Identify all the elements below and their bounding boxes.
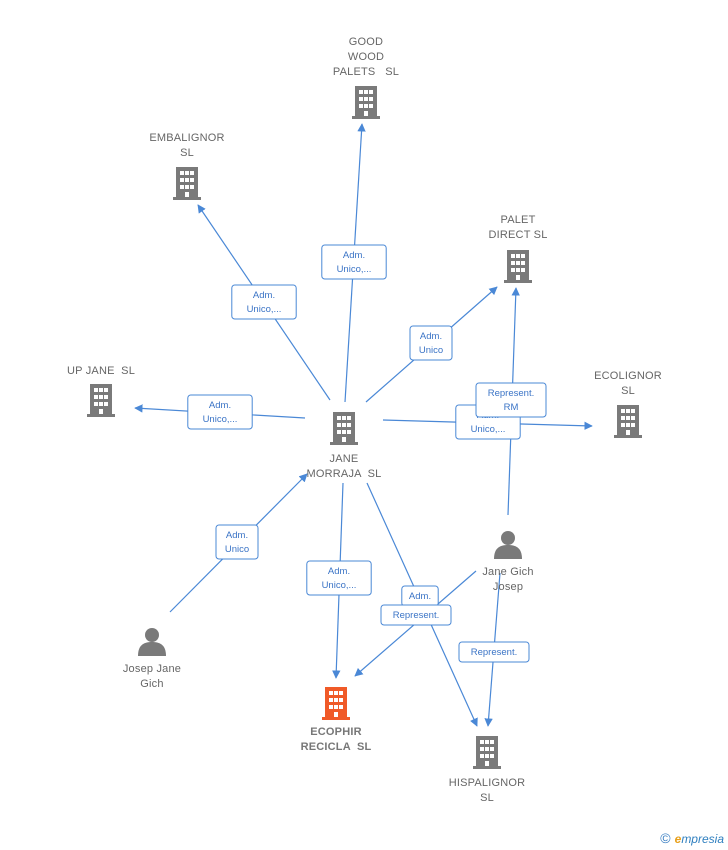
- building-icon: [87, 384, 115, 417]
- node-label: PALET: [500, 214, 535, 226]
- node-label: ECOPHIR: [310, 726, 362, 738]
- edge-label-box: [321, 244, 387, 280]
- node-label: Gich: [140, 678, 163, 690]
- node-good-wood[interactable]: GOOD WOOD PALETS SL: [333, 36, 399, 119]
- edge-label-box: [231, 284, 297, 320]
- edge-label-text: Unico,...: [322, 580, 357, 591]
- node-label: SL: [180, 147, 194, 159]
- edge-label-box: [409, 325, 453, 361]
- edge-label-text: Unico: [225, 544, 249, 555]
- edge-label-jane-morraja-to-good-wood[interactable]: Adm. Unico,...: [321, 244, 387, 280]
- edge-label-text: Unico: [419, 345, 443, 356]
- edge-label-text: Represent.: [471, 647, 517, 658]
- edge-label-text: Unico,...: [337, 264, 372, 275]
- footer-brand[interactable]: ©empresia: [660, 830, 724, 846]
- edge-label-jane-morraja-to-up-jane[interactable]: Adm. Unico,...: [187, 394, 253, 430]
- node-label: UP JANE SL: [67, 365, 135, 377]
- edge-label-text: Adm.: [343, 250, 365, 261]
- node-label: SL: [621, 385, 635, 397]
- copyright-symbol: ©: [660, 830, 671, 846]
- node-label: GOOD: [349, 36, 383, 48]
- edge-label-jane-morraja-to-palet-direct[interactable]: Adm. Unico: [409, 325, 453, 361]
- nodes-layer: GOOD WOOD PALETS SL EMBALIGNOR SL PALET DIRECT…: [67, 36, 662, 804]
- node-label: Jane Gich: [482, 566, 533, 578]
- person-icon: [138, 628, 166, 656]
- edge-label-box: [380, 604, 452, 626]
- edge-label-text: RM: [504, 402, 519, 413]
- edge-label-text: Adm.: [253, 290, 275, 301]
- edge-label-jane-gich-to-hispalignor[interactable]: Represent.: [458, 641, 530, 663]
- node-palet-direct[interactable]: PALET DIRECT SL: [488, 214, 547, 283]
- node-label: ECOLIGNOR: [594, 370, 662, 382]
- edge-label-jane-gich-to-ecophir[interactable]: Represent.: [380, 604, 452, 626]
- building-icon: [352, 86, 380, 119]
- node-up-jane[interactable]: UP JANE SL: [67, 365, 135, 417]
- edge-label-box: [187, 394, 253, 430]
- node-label: DIRECT SL: [488, 229, 547, 241]
- node-label: RECICLA SL: [301, 741, 372, 753]
- edge-label-text: Unico,...: [203, 414, 238, 425]
- building-icon: [330, 412, 358, 445]
- node-label: JANE: [330, 453, 359, 465]
- edge-label-text: Unico,...: [247, 304, 282, 315]
- brand-logo: empresia: [674, 832, 724, 846]
- node-label: SL: [480, 792, 494, 804]
- node-ecolignor[interactable]: ECOLIGNOR SL: [594, 370, 662, 438]
- node-label: EMBALIGNOR: [149, 132, 224, 144]
- building-icon: [504, 250, 532, 283]
- building-icon: [614, 405, 642, 438]
- edge-label-text: Represent.: [488, 388, 534, 399]
- edge-label-text: Unico,...: [471, 424, 506, 435]
- node-label: HISPALIGNOR: [449, 777, 526, 789]
- edge-label-text: Represent.: [393, 610, 439, 621]
- node-jane-morraja[interactable]: JANE MORRAJA SL: [307, 412, 382, 480]
- edge-labels-layer: Adm.Unico,...Adm.Unico,...Adm.UnicoAdm.U…: [187, 244, 547, 663]
- edge-label-text: Adm.: [409, 591, 431, 602]
- edge-label-jane-morraja-to-ecophir[interactable]: Adm. Unico,...: [306, 560, 372, 596]
- node-label: PALETS SL: [333, 66, 399, 78]
- building-icon: [473, 736, 501, 769]
- edge-label-josep-jane-to-jane-morraja[interactable]: Adm. Unico: [215, 524, 259, 560]
- node-hispalignor[interactable]: HISPALIGNOR SL: [449, 736, 526, 804]
- edge-label-jane-gich-to-palet-direct[interactable]: Represent. RM: [475, 382, 547, 418]
- node-label: WOOD: [348, 51, 384, 63]
- edge-label-box: [458, 641, 530, 663]
- edge-label-box: [306, 560, 372, 596]
- edge-label-jane-morraja-to-embalignor[interactable]: Adm. Unico,...: [231, 284, 297, 320]
- building-icon: [173, 167, 201, 200]
- node-embalignor[interactable]: EMBALIGNOR SL: [149, 132, 224, 200]
- edge-label-jane-morraja-to-hispalignor[interactable]: Adm.: [401, 585, 439, 607]
- edge-label-text: Adm.: [420, 331, 442, 342]
- edge-label-box: [215, 524, 259, 560]
- node-label: Josep Jane: [123, 663, 181, 675]
- node-label: Josep: [493, 581, 523, 593]
- edge-label-text: Adm.: [226, 530, 248, 541]
- edge-label-text: Adm.: [328, 566, 350, 577]
- edge-label-box: [475, 382, 547, 418]
- node-ecophir[interactable]: ECOPHIR RECICLA SL: [301, 687, 372, 753]
- person-icon: [494, 531, 522, 559]
- node-label: MORRAJA SL: [307, 468, 382, 480]
- edge-label-text: Adm.: [209, 400, 231, 411]
- building-icon: [322, 687, 350, 720]
